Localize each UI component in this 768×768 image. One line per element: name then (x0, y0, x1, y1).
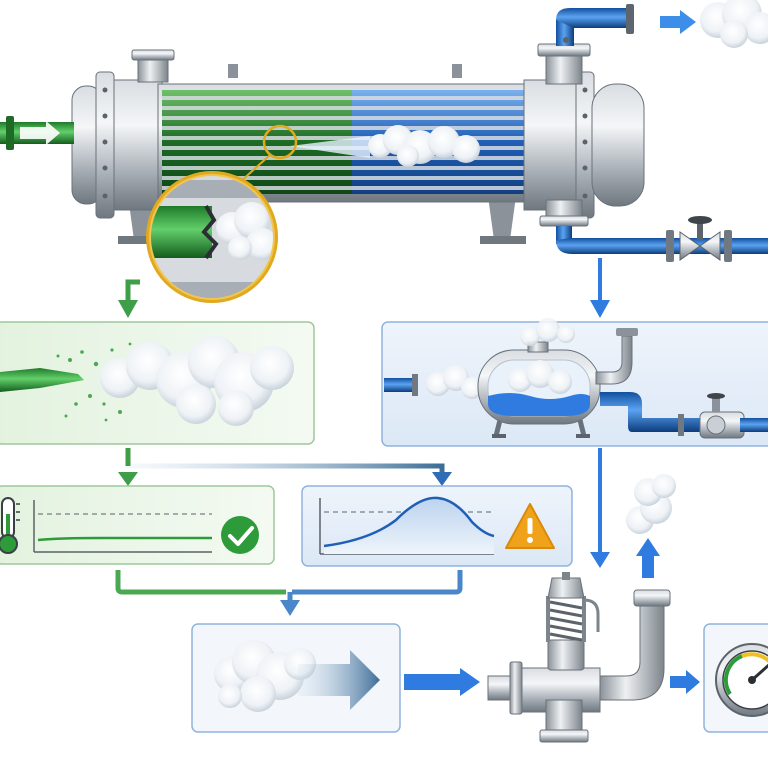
connector-blue-to-relief (590, 448, 610, 568)
flow-arrow-icon (298, 650, 380, 710)
vapor-cloud-flow (214, 640, 316, 712)
connector-blue-down (590, 258, 610, 318)
vessel-outlet-pipe (595, 328, 768, 439)
leak-callout-line (239, 154, 271, 183)
flash-vapor-cloud (100, 336, 294, 426)
right-channel-head (591, 83, 645, 207)
flashing-panel (0, 321, 315, 445)
valve-spring (549, 600, 583, 642)
vapor-flow-panel (191, 623, 401, 733)
pressure-trend (319, 496, 495, 555)
connector-to-gauge (670, 670, 700, 694)
vessel-liquid-level (488, 393, 590, 416)
thermometer-icon (0, 497, 20, 554)
shell-vessel-panel (381, 318, 768, 447)
relief-valve (487, 474, 676, 743)
inlet-arrow-icon (20, 121, 60, 145)
inlet-vapor-cloud (426, 365, 483, 399)
connector-green-down (118, 279, 140, 318)
warning-icon (505, 503, 555, 549)
temperature-panel (0, 485, 275, 565)
internal-vapor-jet (290, 125, 480, 167)
flange-bolts (102, 87, 588, 199)
gauge-icon (715, 643, 768, 717)
return-valve-body (679, 231, 721, 261)
gauge-panel (703, 623, 768, 733)
liquid-jet (0, 368, 84, 392)
vent-arrow-icon (636, 538, 660, 578)
vent-vapor-cloud (626, 474, 676, 534)
outlet-arrow-icon (660, 10, 696, 34)
top-left-nozzle (137, 57, 169, 83)
liquid-droplets (56, 342, 132, 422)
horizontal-vessel (477, 318, 601, 438)
connector-split (118, 448, 452, 486)
leak-inset (146, 171, 278, 303)
heat-exchanger (0, 0, 768, 262)
connector-to-relief (404, 668, 480, 696)
green-inlet-pipe (0, 116, 74, 150)
shell-outlet-pipe (537, 0, 768, 85)
pressure-panel (301, 485, 573, 567)
valve-lever (583, 598, 600, 632)
shell-return-pipe (539, 199, 768, 262)
connector-merge (115, 570, 463, 616)
leak-marker (262, 124, 298, 160)
check-icon (221, 516, 259, 554)
vapor-cloud-top-right (700, 0, 768, 48)
valve-handwheel-icon (688, 216, 712, 224)
temperature-trend (33, 500, 212, 553)
